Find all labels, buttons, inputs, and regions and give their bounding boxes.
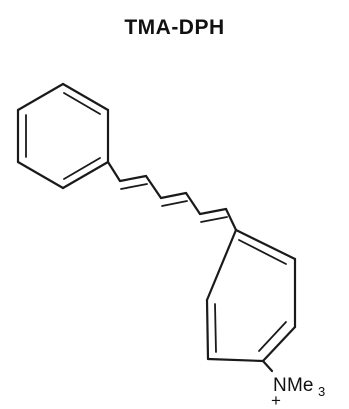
trimethylammonium-group: N Me 3 +: [271, 375, 325, 409]
compound-title: TMA-DPH: [124, 16, 225, 39]
methyl-count: 3: [318, 384, 325, 399]
triene-chain: [106, 160, 238, 232]
nitrogen-label: N: [273, 375, 287, 396]
anilinium-ring: [205, 228, 297, 373]
phenyl-ring: [16, 82, 110, 190]
methyl-label: Me: [287, 375, 313, 396]
positive-charge: +: [271, 391, 281, 409]
